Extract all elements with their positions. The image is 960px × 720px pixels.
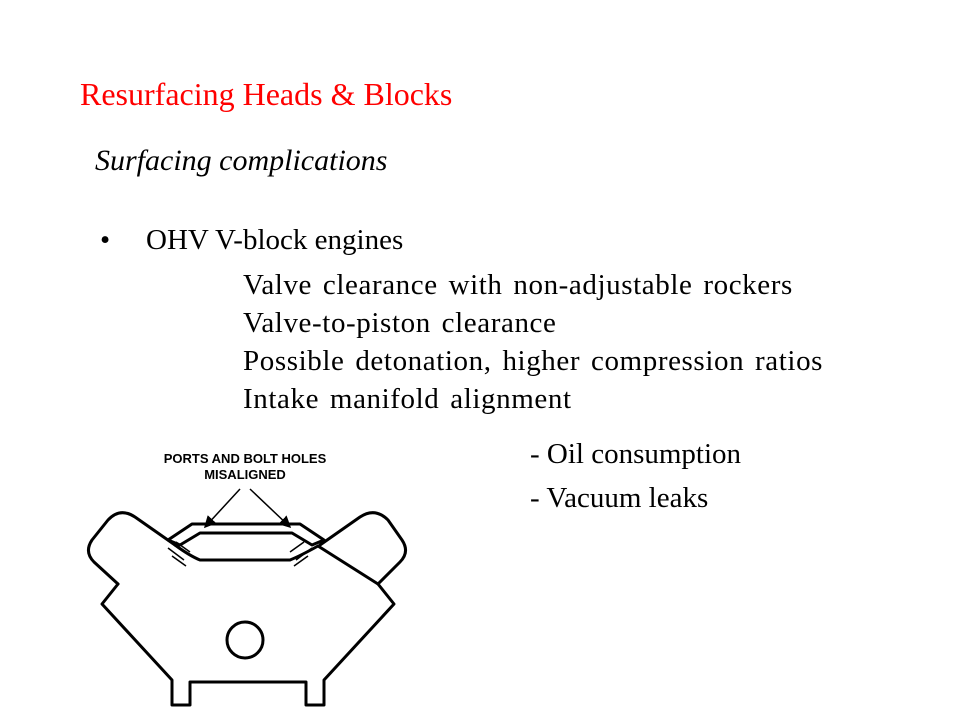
- right-cylinder-head: [318, 511, 407, 586]
- slide-title: Resurfacing Heads & Blocks: [80, 76, 453, 112]
- right-arrow: [249, 488, 292, 529]
- sub-item: Possible detonation, higher compression …: [243, 345, 824, 377]
- sub-item: Valve clearance with non-adjustable rock…: [243, 269, 793, 301]
- sub-item-list: Valve clearance with non-adjustable rock…: [243, 266, 823, 418]
- sub-item: Valve-to-piston clearance: [243, 307, 557, 339]
- crankshaft-bore: [225, 620, 265, 660]
- left-cylinder-head: [87, 511, 177, 586]
- intake-manifold: [166, 522, 326, 547]
- left-arrow: [203, 488, 241, 529]
- bullet-marker: •: [100, 224, 111, 256]
- consequence-list: - Oil consumption - Vacuum leaks: [530, 432, 741, 520]
- slide-subtitle: Surfacing complications: [95, 144, 388, 177]
- sub-item: Intake manifold alignment: [243, 383, 572, 415]
- consequence-item: - Oil consumption: [530, 438, 742, 470]
- bullet-item: • OHV V-block engines: [100, 222, 403, 258]
- engine-block-outline: [100, 543, 396, 707]
- bullet-text: OHV V-block engines: [146, 224, 404, 256]
- v-block-engine-diagram-icon: [87, 488, 407, 707]
- figure-caption: PORTS AND BOLT HOLES MISALIGNED: [163, 451, 327, 482]
- consequence-item: - Vacuum leaks: [530, 482, 709, 514]
